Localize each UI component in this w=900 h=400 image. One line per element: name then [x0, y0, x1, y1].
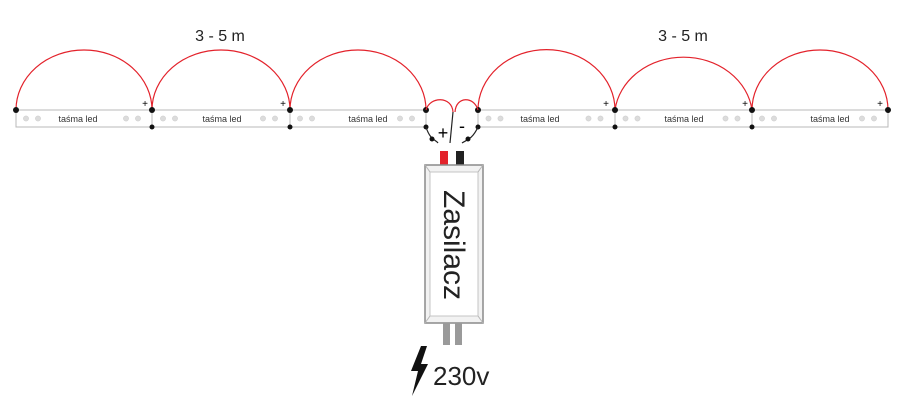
positive-terminal [440, 151, 448, 173]
wire-arc [751, 49, 889, 111]
right-length-label: 3 - 5 m [658, 28, 708, 45]
plus-sign: + [603, 99, 609, 110]
led-dot [272, 115, 278, 122]
wire-arc [614, 56, 753, 111]
power-supply: Zasilacz [424, 164, 484, 324]
led-dot [871, 115, 877, 122]
led-dot [597, 115, 604, 122]
wire-arc [289, 49, 427, 111]
mains-terminal [443, 323, 450, 345]
led-dot [485, 115, 492, 122]
left-length-label: 3 - 5 m [195, 28, 245, 45]
led-dot [35, 115, 41, 122]
wire-center [425, 99, 454, 113]
strip-label: taśma led [810, 114, 849, 124]
strip-segment [751, 109, 889, 128]
node [287, 124, 293, 130]
strip-label: taśma led [520, 114, 559, 124]
plus-sign: + [280, 99, 286, 110]
wire-arc [151, 49, 291, 111]
led-dot [123, 115, 129, 122]
led-dot [160, 115, 166, 122]
node [13, 107, 19, 113]
positive-wires [15, 48, 889, 111]
led-dots [23, 115, 877, 122]
wire-arc [477, 48, 616, 111]
strip-segment [289, 109, 427, 128]
led-dot [397, 115, 403, 122]
node [749, 124, 755, 130]
wire-arc [15, 49, 153, 111]
wire-center [454, 99, 479, 113]
wire-center [449, 111, 454, 144]
led-dot [759, 115, 765, 122]
voltage-label: 230v [433, 361, 489, 391]
led-dot [172, 115, 178, 122]
node [612, 124, 618, 130]
psu-label: Zasilacz [437, 190, 470, 300]
node [612, 107, 618, 113]
node [749, 107, 755, 113]
node [149, 107, 155, 113]
led-dot [23, 115, 29, 122]
negative-terminal [456, 151, 464, 173]
strip-label: taśma led [348, 114, 387, 124]
led-dot [135, 115, 141, 122]
plus-sign: + [742, 99, 748, 110]
led-dot [309, 115, 315, 122]
led-dot [722, 115, 729, 122]
led-dot [497, 115, 504, 122]
mains-terminal [455, 323, 462, 345]
led-dot [771, 115, 777, 122]
led-dot [622, 115, 629, 122]
led-dot [859, 115, 865, 122]
led-dot [297, 115, 303, 122]
plus-sign: + [438, 123, 449, 143]
node [429, 136, 435, 142]
led-dot [634, 115, 641, 122]
supply-wiring [425, 99, 479, 144]
led-dot [260, 115, 266, 122]
strip-label: taśma led [664, 114, 703, 124]
node [287, 107, 293, 113]
plus-sign: + [877, 99, 883, 110]
right-strip [477, 109, 889, 128]
led-dot [734, 115, 741, 122]
strip-label: taśma led [58, 114, 97, 124]
node [885, 107, 891, 113]
node [149, 124, 155, 130]
node [465, 136, 471, 142]
psu-face [429, 171, 479, 317]
lightning-bolt-icon [411, 346, 428, 396]
plus-sign: + [142, 99, 148, 110]
minus-sign: - [459, 116, 465, 136]
strip-label: taśma led [202, 114, 241, 124]
led-dot [409, 115, 415, 122]
left-strip [15, 109, 427, 128]
led-dot [585, 115, 592, 122]
